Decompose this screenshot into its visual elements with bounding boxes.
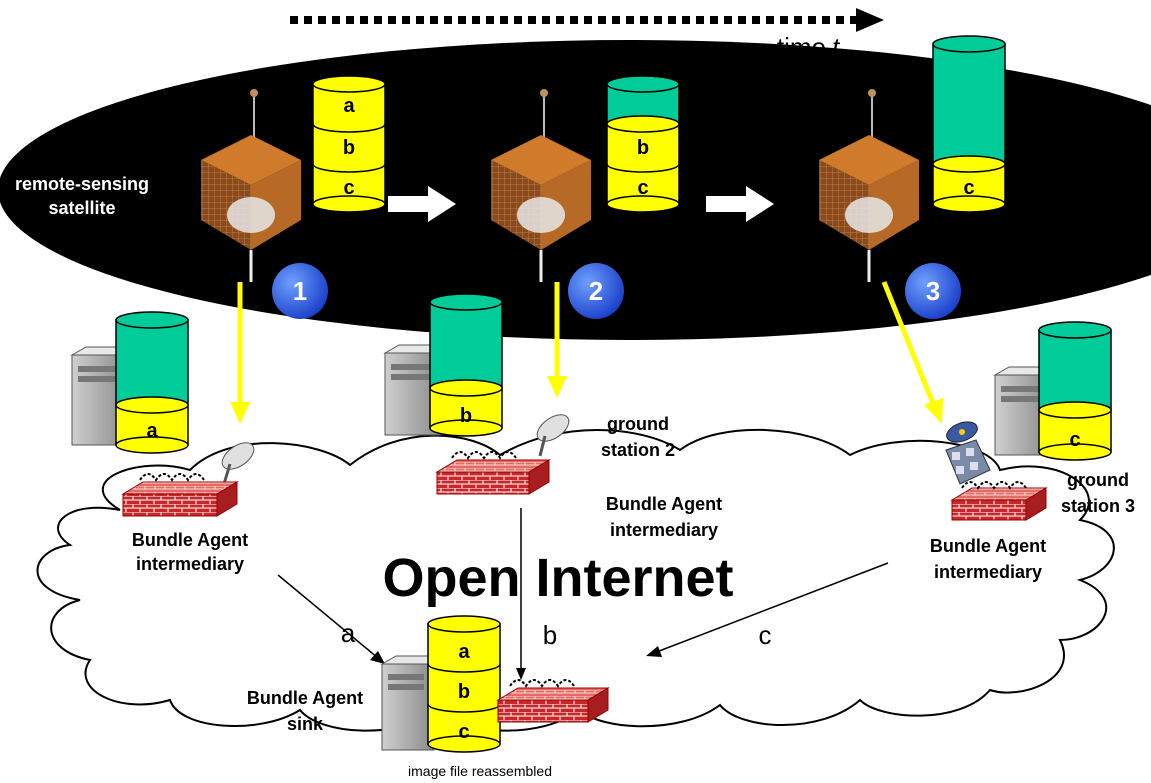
transfer-arrow-c: [646, 562, 889, 657]
firewall-icon: [121, 473, 239, 517]
ground-station-1: a: [70, 311, 255, 517]
transfer-label-b: b: [543, 620, 557, 650]
satellite-label-line2: satellite: [48, 198, 115, 218]
office-building-icon: [945, 439, 991, 485]
station-2-storage: [429, 293, 503, 437]
time-variable: t: [832, 32, 841, 62]
sat1-fragment-a: a: [343, 95, 355, 117]
firewall-icon: [496, 679, 610, 723]
sat1-fragment-b: b: [343, 137, 355, 159]
gs3-agent-label-line1: Bundle Agent: [930, 536, 1046, 556]
internet-title: Open Internet: [382, 548, 733, 608]
step-1-number: 1: [293, 276, 307, 306]
satellite-1: [201, 89, 301, 282]
ground-station-2: b: [383, 293, 570, 495]
downlink-arrow-1: [230, 282, 250, 424]
firewall-icon: [950, 481, 1048, 521]
gs1-fragment-a: a: [146, 420, 158, 442]
gs2-name-line2: station 2: [601, 440, 675, 460]
satellite-dish-icon: [946, 421, 978, 443]
gs2-agent-label-line1: Bundle Agent: [606, 494, 722, 514]
satellite-dish-icon: [536, 414, 570, 457]
sink-agent-label-line1: Bundle Agent: [247, 688, 363, 708]
transfer-label-c: c: [759, 620, 772, 650]
gs2-agent-label-line2: intermediary: [610, 520, 718, 540]
orbit-arrow-2: [706, 186, 774, 222]
orbit-arrow-1: [388, 186, 456, 222]
sink-fragment-a: a: [458, 641, 470, 663]
sink-fragment-c: c: [458, 721, 469, 743]
gs2-name-line1: ground: [607, 414, 669, 434]
gs3-agent-label-line2: intermediary: [934, 562, 1042, 582]
firewall-icon: [435, 451, 551, 495]
satellite-3: [819, 89, 919, 282]
time-arrow: [290, 8, 884, 32]
step-3-marker: 3: [905, 263, 961, 319]
gs1-agent-label-line1: Bundle Agent: [132, 530, 248, 550]
satellite-2-storage: [606, 75, 680, 213]
step-2-marker: 2: [568, 263, 624, 319]
sink-storage: [427, 615, 501, 753]
downlink-arrow-2: [547, 282, 567, 398]
downlink-arrow-3: [881, 281, 943, 424]
sink-node: a b c: [380, 615, 610, 753]
gs2-fragment-b: b: [460, 405, 472, 427]
satellite-1-storage: [312, 75, 386, 213]
step-2-number: 2: [589, 276, 603, 306]
internet-cloud: [36, 428, 1115, 732]
satellite-2: [491, 89, 591, 282]
ground-station-3: c: [945, 321, 1112, 521]
station-3-storage: [1038, 321, 1112, 461]
gs3-name-line1: ground: [1067, 470, 1129, 490]
satellite-label-line1: remote-sensing: [15, 174, 149, 194]
sink-fragment-b: b: [458, 681, 470, 703]
station-1-storage: [115, 311, 189, 454]
satellite-dish-icon: [221, 442, 255, 485]
sat2-fragment-b: b: [637, 137, 649, 159]
step-3-number: 3: [926, 276, 940, 306]
sat3-fragment-c: c: [963, 177, 974, 199]
gs1-agent-label-line2: intermediary: [136, 554, 244, 574]
step-1-marker: 1: [272, 263, 328, 319]
sat1-fragment-c: c: [343, 177, 354, 199]
transfer-arrow-b: [516, 508, 526, 680]
transfer-arrow-a: [277, 574, 385, 664]
reassembled-caption: image file reassembled: [408, 763, 552, 779]
sat2-fragment-c: c: [637, 177, 648, 199]
satellite-3-storage: [932, 35, 1006, 213]
sink-agent-label-line2: sink: [287, 714, 324, 734]
transfer-label-a: a: [341, 618, 356, 648]
gs3-fragment-c: c: [1069, 429, 1080, 451]
gs3-name-line2: station 3: [1061, 496, 1135, 516]
